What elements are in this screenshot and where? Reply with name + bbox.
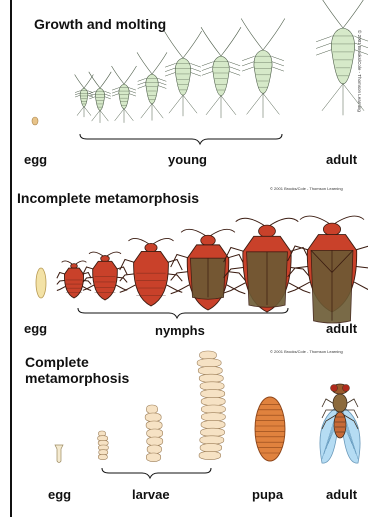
larvae-bracket [102,468,211,478]
adult-fly-illustration [320,384,360,463]
larva [98,431,109,460]
label-adult-growth: adult [326,152,357,167]
young-bracket [80,134,282,144]
silverfish-young [164,31,201,116]
silverfish-sequence [75,0,368,123]
silverfish-young [112,66,137,123]
silverfish-egg [32,117,38,125]
label-young: young [168,152,207,167]
label-pupa: pupa [252,487,283,502]
panel-complete-metamorphosis: Complete metamorphosis © 2001 Brooks/Col… [12,345,368,517]
silverfish-young [137,52,167,120]
label-larvae: larvae [132,487,170,502]
larva [145,405,163,462]
pupa-illustration [255,397,285,461]
silverfish-young [201,27,241,118]
larva [197,351,225,460]
panel-growth-and-molting: Growth and molting © 2001 Brooks/Cole - … [12,0,368,178]
silverfish-young [241,19,285,118]
bug-adult [288,216,368,323]
label-egg-growth: egg [24,152,47,167]
bug-nymph [57,261,91,298]
panel-incomplete-metamorphosis: Incomplete metamorphosis © 2001 Brooks/C… [12,180,368,345]
silverfish-young [89,72,111,123]
bug-nymph [224,218,311,312]
larva-sequence [98,351,226,462]
label-egg-complete: egg [48,487,71,502]
label-adult-complete: adult [326,487,357,502]
bug-egg [36,268,46,298]
label-nymphs: nymphs [155,323,205,338]
bug-sequence [57,216,368,323]
fly-egg [55,445,63,463]
incomplete-illustrations [12,180,368,345]
nymphs-bracket [78,308,288,318]
silverfish-adult [315,0,368,115]
label-egg-incomplete: egg [24,321,47,336]
label-adult-incomplete: adult [326,321,357,336]
bug-nymph [120,238,182,306]
